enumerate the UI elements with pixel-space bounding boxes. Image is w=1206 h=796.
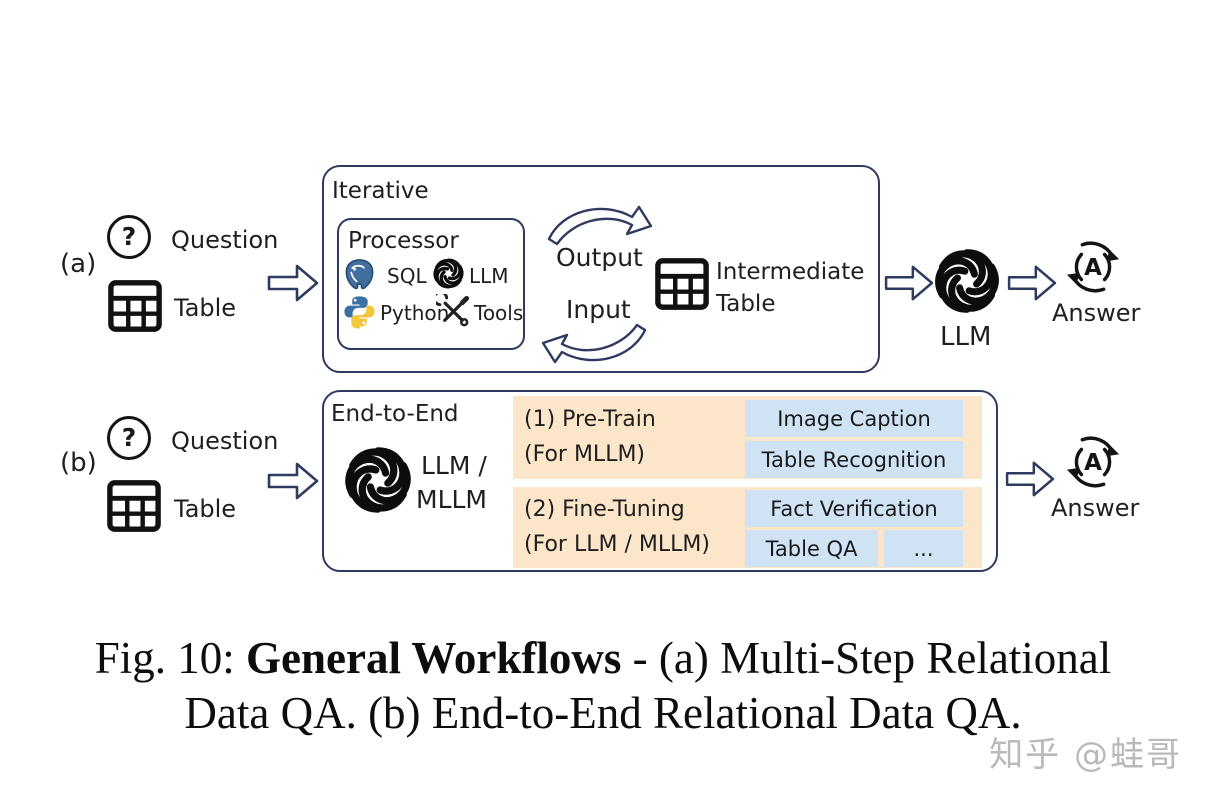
workflow-b-label: (b)	[60, 448, 97, 478]
table-icon	[106, 279, 164, 333]
tools-icon	[436, 294, 471, 329]
answer-glyph: A	[1084, 449, 1102, 476]
answer-label: Answer	[1052, 299, 1141, 327]
caption-prefix: Fig. 10:	[94, 633, 246, 683]
model-label-line2: MLLM	[416, 485, 487, 514]
cycle-arrow-top-icon	[542, 198, 654, 248]
finetune-title-line1: (2) Fine-Tuning	[524, 497, 685, 522]
pretrain-title-line2: (For MLLM)	[524, 442, 646, 467]
input-label: Input	[566, 295, 631, 324]
iterative-title: Iterative	[332, 178, 429, 204]
arrow-right-icon	[267, 261, 319, 305]
intermediate-table-icon	[653, 257, 711, 311]
figure-caption-line1: Fig. 10: General Workflows - (a) Multi-S…	[0, 632, 1206, 684]
question-label: Question	[171, 427, 279, 455]
figure-caption-line2: Data QA. (b) End-to-End Relational Data …	[184, 688, 1022, 738]
table-icon	[105, 479, 163, 533]
processor-tool-sql-label: SQL	[387, 264, 427, 288]
answer-label: Answer	[1051, 494, 1140, 522]
postgresql-icon	[342, 257, 377, 292]
arrow-right-icon	[267, 459, 319, 503]
output-label: Output	[556, 243, 643, 272]
processor-title: Processor	[348, 228, 459, 254]
task-fact-verification: Fact Verification	[745, 490, 963, 527]
python-icon	[342, 294, 377, 329]
openai-llm-icon	[340, 442, 416, 518]
llm-label: LLM	[940, 322, 992, 352]
finetune-title-line2: (For LLM / MLLM)	[524, 532, 710, 557]
task-table-recognition: Table Recognition	[745, 441, 963, 478]
answer-icon: A	[1064, 433, 1122, 491]
table-label: Table	[174, 495, 237, 523]
caption-suffix: - (a) Multi-Step Relational	[621, 633, 1112, 683]
answer-glyph: A	[1084, 254, 1102, 281]
question-glyph: ?	[121, 422, 137, 452]
pretrain-title-line1: (1) Pre-Train	[524, 407, 656, 432]
task-table-qa: Table QA	[745, 530, 878, 567]
arrow-right-icon	[884, 262, 934, 304]
task-image-caption: Image Caption	[745, 400, 963, 437]
intermediate-table-label-line2: Table	[716, 291, 776, 317]
question-label: Question	[171, 226, 279, 254]
openai-llm-icon	[930, 244, 1004, 318]
cycle-arrow-bottom-icon	[540, 321, 652, 371]
processor-tool-python-label: Python	[380, 301, 450, 325]
caption-bold: General Workflows	[246, 633, 622, 683]
question-glyph: ?	[121, 221, 137, 251]
end-to-end-title: End-to-End	[331, 401, 459, 427]
arrow-right-icon	[1007, 262, 1057, 304]
processor-tool-tools-label: Tools	[474, 301, 524, 325]
watermark: 知乎 @蛙哥	[989, 735, 1182, 775]
intermediate-table-label-line1: Intermediate	[716, 259, 865, 285]
workflow-a-label: (a)	[60, 249, 97, 279]
table-label: Table	[174, 294, 237, 322]
question-icon: ?	[107, 416, 151, 460]
processor-tool-llm-label: LLM	[469, 264, 509, 288]
question-icon: ?	[107, 215, 151, 259]
answer-icon: A	[1064, 238, 1122, 296]
openai-icon	[431, 256, 466, 291]
arrow-right-icon	[1005, 458, 1055, 500]
task-ellipsis: ...	[884, 530, 963, 567]
model-label-line1: LLM /	[421, 451, 487, 480]
